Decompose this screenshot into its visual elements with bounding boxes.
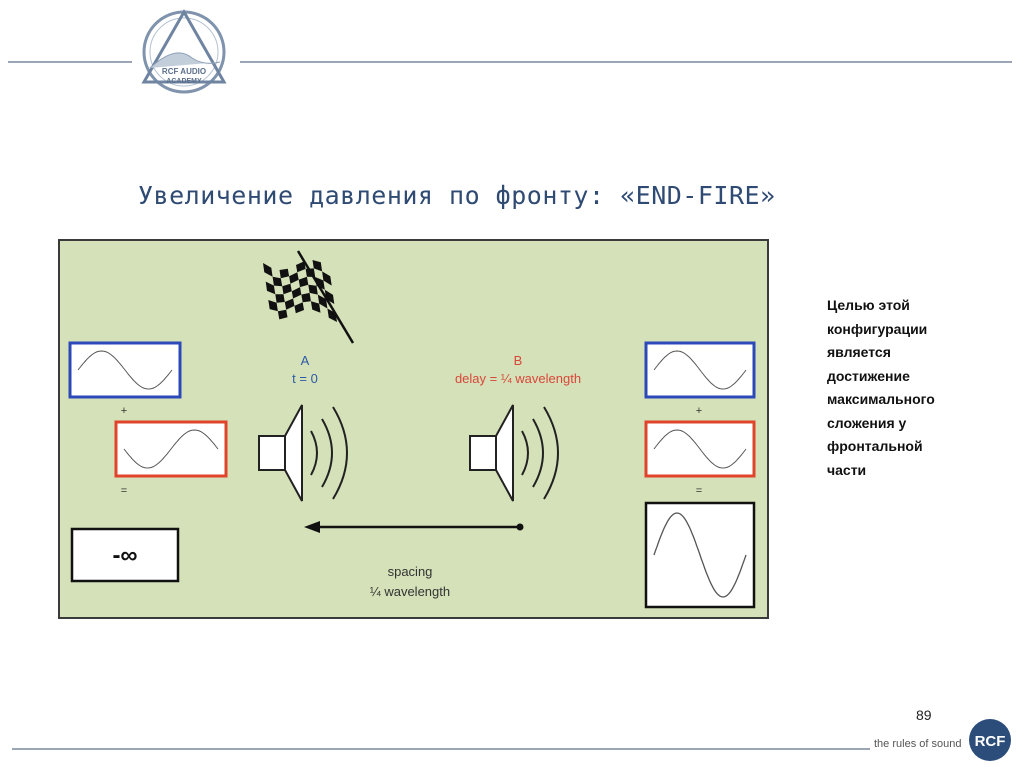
description-line: Целью этой	[827, 297, 910, 313]
speaker-a-wave-box-left	[68, 341, 182, 399]
description-line: достижение	[827, 367, 910, 384]
flag-cell	[277, 309, 288, 320]
brand-tagline: the rules of sound	[874, 738, 961, 750]
flag-cell	[317, 294, 328, 309]
end-fire-diagram: + = -∞ A t = 0 B delay = ¼ wavelength sp…	[68, 250, 756, 609]
logo-text-line2: ACADEMY	[166, 78, 202, 85]
flag-cell	[296, 261, 306, 273]
sine-wave	[653, 350, 747, 390]
flag-cell	[298, 276, 309, 288]
flag-cell	[272, 276, 283, 287]
spacing-value: ¼ wavelength	[370, 584, 450, 599]
description-line: является	[827, 344, 891, 360]
header-rule-right	[240, 61, 1012, 63]
page-number: 89	[916, 707, 932, 723]
flag-cell	[310, 301, 321, 313]
rcf-academy-logo: RCF AUDIO ACADEMY	[141, 8, 227, 94]
description-line: конфигурации	[827, 320, 928, 337]
checkered-flag-icon	[263, 250, 355, 344]
flag-cell	[308, 284, 318, 295]
flag-cell	[265, 281, 276, 295]
front-result-box	[644, 501, 756, 609]
flag-cell	[305, 268, 316, 277]
description-line: части	[827, 461, 867, 478]
flag-cell	[289, 272, 299, 284]
flag-cell	[301, 292, 311, 303]
flag-cell	[324, 289, 335, 304]
flag-cell	[327, 308, 337, 322]
footer-rule	[12, 748, 870, 750]
flag-cell	[291, 287, 302, 299]
logo-text-line1: RCF AUDIO	[162, 67, 206, 76]
flag-cell	[294, 302, 304, 314]
flag-cell	[282, 283, 292, 295]
speaker-a-label: A	[301, 353, 310, 368]
flag-cell	[275, 294, 285, 303]
rear-result-value: -∞	[112, 542, 137, 569]
slide-description: Целью этой конфигурации является достиже…	[827, 294, 977, 482]
rear-result-box	[70, 527, 180, 583]
header-rule-left	[8, 61, 132, 63]
brand-name: RCF	[975, 733, 1006, 750]
flag-cell	[263, 263, 273, 277]
description-line: сложения у	[827, 414, 907, 431]
speaker-b-timing: delay = ¼ wavelength	[455, 371, 581, 386]
flag-cell	[268, 300, 278, 312]
speaker-a-icon	[258, 404, 348, 502]
flag-cell	[315, 277, 325, 290]
equals-sign-right: =	[696, 485, 702, 497]
rcf-brand-logo: the rules of sound RCF	[874, 719, 1011, 761]
sine-wave	[77, 350, 173, 390]
sine-wave	[123, 429, 219, 469]
flag-cell	[312, 260, 323, 272]
summed-sine-wave	[653, 512, 747, 598]
speaker-b-label: B	[514, 353, 523, 368]
description-line: фронтальной	[827, 438, 923, 454]
description-line: максимального	[827, 391, 935, 407]
sine-wave	[653, 429, 747, 469]
speaker-b-icon	[469, 404, 559, 502]
equals-sign-left: =	[121, 485, 127, 497]
flag-cell	[284, 298, 295, 310]
speaker-a-timing: t = 0	[292, 371, 318, 386]
plus-sign-right: +	[696, 405, 702, 417]
spacing-label: spacing	[388, 564, 433, 579]
spacing-arrow	[304, 521, 524, 533]
slide-title: Увеличение давления по фронту: «END-FIRE…	[138, 181, 776, 210]
flag-cell	[322, 271, 332, 286]
flag-cell	[279, 268, 290, 279]
plus-sign-left: +	[121, 405, 127, 417]
